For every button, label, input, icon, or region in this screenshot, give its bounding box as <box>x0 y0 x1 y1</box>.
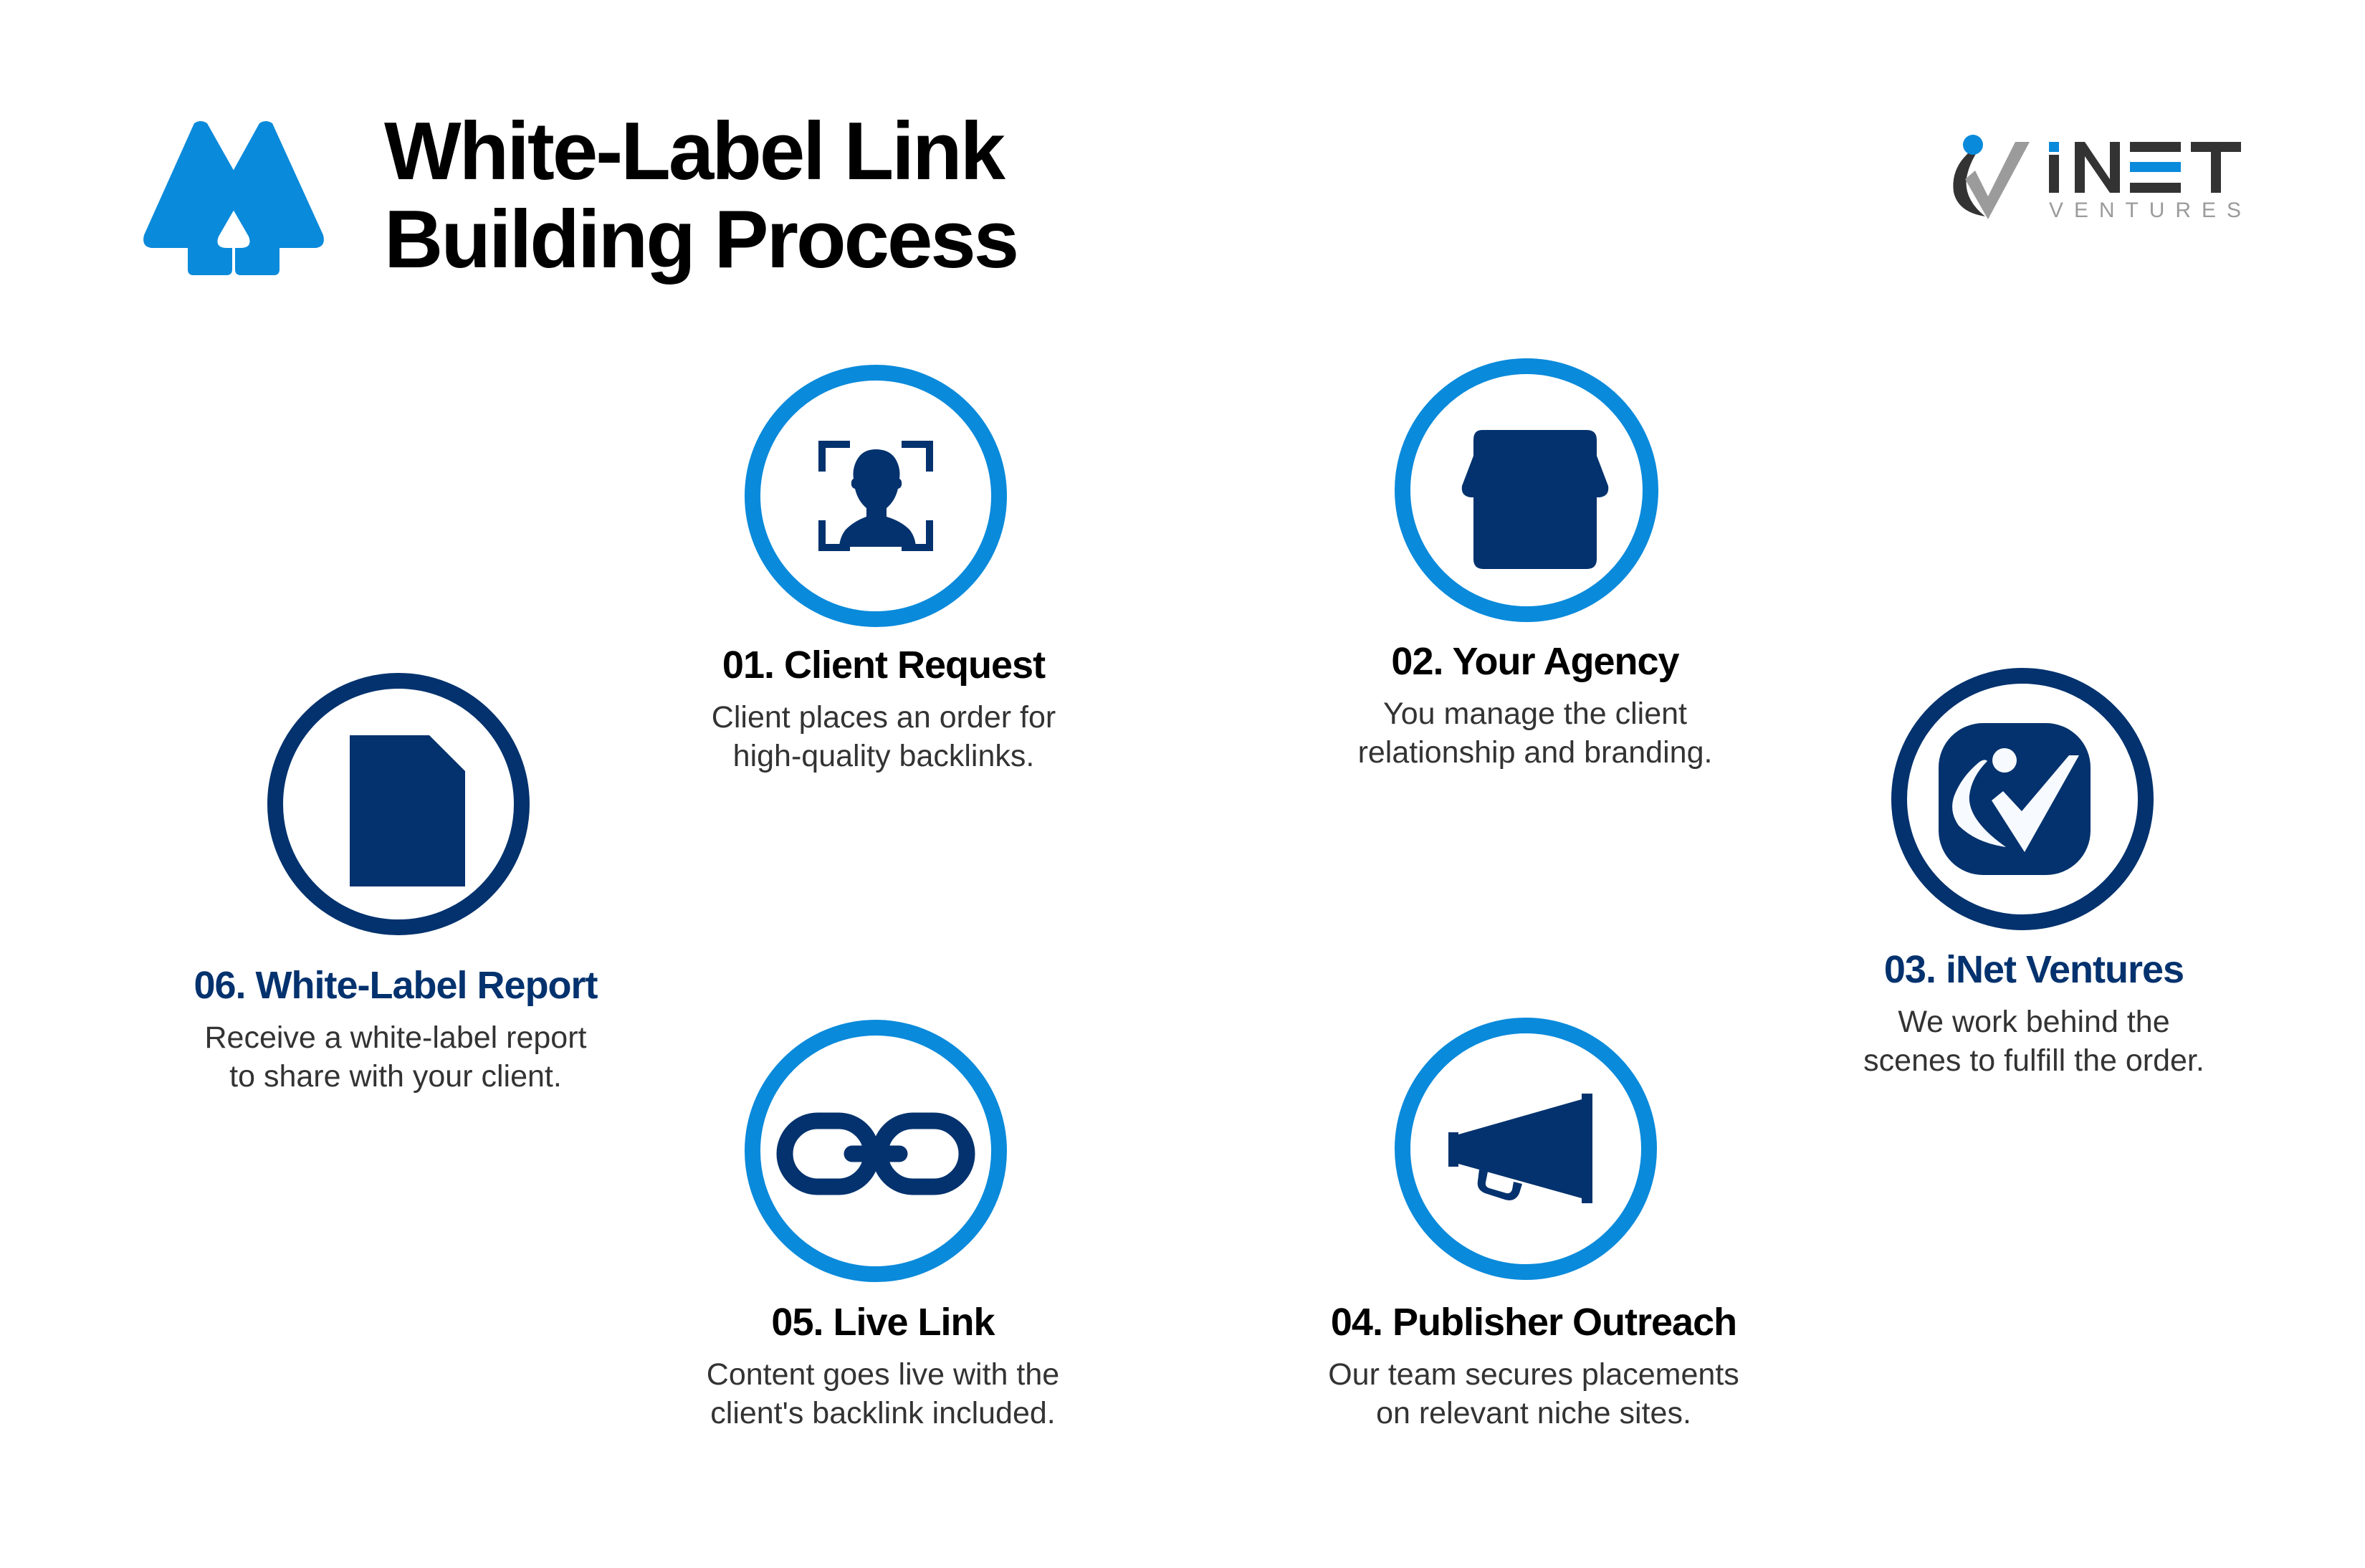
step-3-desc-line1: We work behind the <box>1898 1005 2170 1039</box>
step-6-desc-line2: to share with your client. <box>229 1059 562 1094</box>
step-6-desc-line1: Receive a white-label report <box>204 1020 587 1055</box>
step-3-description: We work behind the scenes to fulfill the… <box>1863 1003 2204 1080</box>
step-2-desc-line2: relationship and branding. <box>1357 735 1713 770</box>
storefront-icon <box>1461 430 1609 569</box>
document-icon <box>350 735 465 886</box>
step-6-description: Receive a white-label report to share wi… <box>194 1018 597 1096</box>
step-5-description: Content goes live with the client's back… <box>707 1355 1059 1433</box>
step-4-description: Our team secures placements on relevant … <box>1328 1355 1739 1433</box>
page-title-line2: Building Process <box>384 194 1019 285</box>
step-6-title: 06. White-Label Report <box>194 964 598 1007</box>
step-4-desc-line1: Our team secures placements <box>1328 1357 1739 1392</box>
step-5-text: 05. Live Link Content goes live with the… <box>707 1301 1059 1433</box>
double-up-arrows-icon <box>140 120 328 278</box>
step-1-title: 01. Client Request <box>722 644 1046 687</box>
step-4-title: 04. Publisher Outreach <box>1330 1301 1737 1344</box>
step-2-ring <box>1395 358 1658 622</box>
step-2-text: 02. Your Agency You manage the client re… <box>1358 640 1713 772</box>
brand-logo-sub: VENTURES <box>2049 199 2241 222</box>
megaphone-icon <box>1448 1094 1592 1203</box>
user-scan-icon <box>818 441 933 551</box>
page-title: White-Label Link Building Process <box>384 106 1019 285</box>
step-1-description: Client places an order for high-quality … <box>712 698 1056 775</box>
step-5-desc-line2: client's backlink included. <box>710 1396 1056 1430</box>
step-1-desc-line2: high-quality backlinks. <box>732 739 1035 773</box>
step-3-text: 03. iNet Ventures We work behind the sce… <box>1863 948 2204 1080</box>
brand-logo: VENTURES <box>1951 135 2245 222</box>
step-4-text: 04. Publisher Outreach Our team secures … <box>1328 1301 1739 1433</box>
step-1-ring <box>745 365 1007 627</box>
step-2-desc-line1: You manage the client <box>1383 697 1687 731</box>
step-5-ring <box>745 1020 1007 1282</box>
step-4-desc-line2: on relevant niche sites. <box>1376 1396 1691 1430</box>
step-5-desc-line1: Content goes live with the <box>706 1357 1060 1392</box>
step-6-ring <box>267 673 530 935</box>
step-3-ring <box>1891 668 2154 930</box>
step-3-title: 03. iNet Ventures <box>1883 948 2184 991</box>
step-3-desc-line2: scenes to fulfill the order. <box>1863 1043 2204 1078</box>
inet-check-logo-icon: VENTURES <box>1953 135 2241 222</box>
chain-link-icon <box>776 1112 975 1195</box>
page-title-line1: White-Label Link <box>384 106 1005 197</box>
step-4-ring <box>1395 1018 1657 1280</box>
step-5-title: 05. Live Link <box>771 1301 995 1344</box>
step-6-text: 06. White-Label Report Receive a white-l… <box>194 964 598 1096</box>
step-2-title: 02. Your Agency <box>1391 640 1679 683</box>
inet-app-icon <box>1939 723 2091 875</box>
step-1-desc-line1: Client places an order for <box>711 700 1056 735</box>
step-1-text: 01. Client Request Client places an orde… <box>712 644 1056 775</box>
step-2-description: You manage the client relationship and b… <box>1358 694 1713 772</box>
